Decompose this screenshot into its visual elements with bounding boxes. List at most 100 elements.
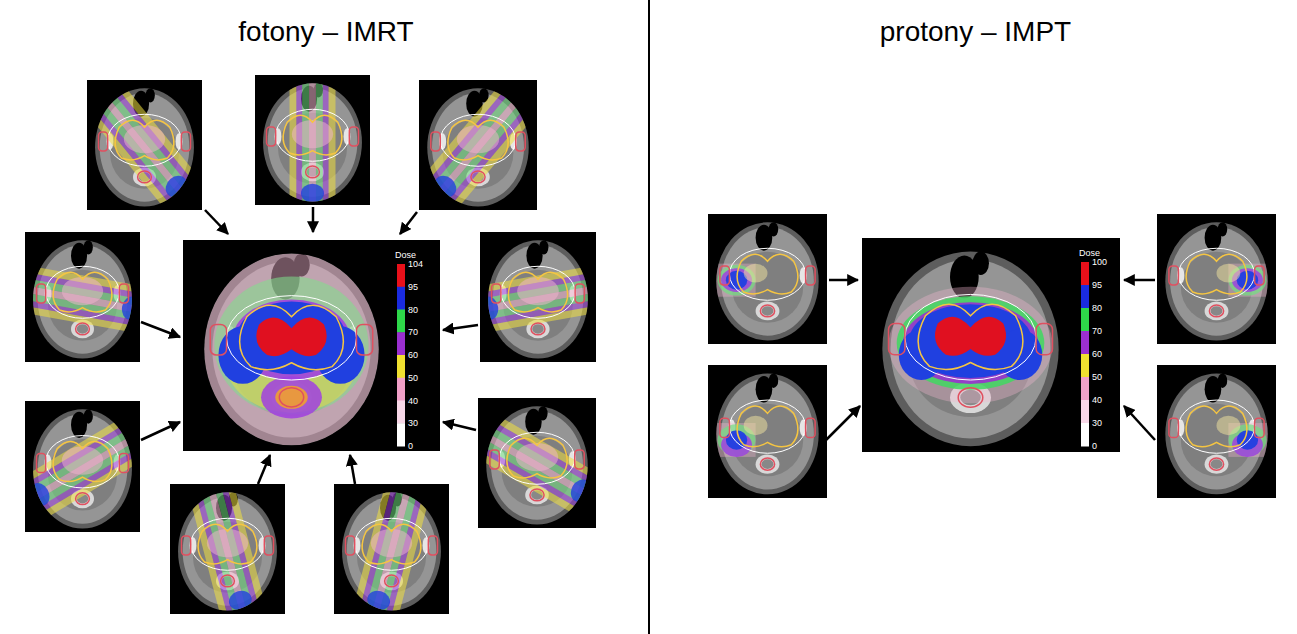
airway bbox=[1218, 222, 1228, 236]
parotid-contour bbox=[99, 132, 108, 151]
panel: Dosefotony – IMRT bbox=[0, 0, 652, 634]
colorbar-segment bbox=[397, 264, 405, 287]
colorbar-segment bbox=[397, 401, 405, 424]
colorbar-segment bbox=[1081, 262, 1089, 286]
target-contour bbox=[198, 524, 257, 564]
colorbar-value: 60 bbox=[1092, 348, 1102, 360]
airway bbox=[84, 240, 93, 254]
beam-stripe bbox=[377, 35, 564, 257]
dose-region bbox=[261, 376, 322, 418]
parotid-contour bbox=[1169, 266, 1179, 285]
dose-region bbox=[371, 529, 412, 557]
spinal-canal bbox=[1211, 459, 1223, 469]
cord-contour bbox=[385, 575, 399, 587]
colorbar-value: 100 bbox=[1092, 256, 1107, 268]
ct-slice bbox=[708, 214, 827, 344]
airway bbox=[973, 252, 989, 275]
parotid-contour bbox=[349, 127, 358, 146]
parotid-contour bbox=[264, 536, 273, 555]
dose-map: Dose bbox=[862, 238, 1120, 452]
dose-overlay bbox=[204, 253, 379, 445]
target-contour bbox=[283, 115, 342, 155]
parotid-contour bbox=[119, 453, 128, 472]
dose-region bbox=[62, 277, 103, 305]
target-contour bbox=[46, 266, 120, 318]
colorbar-value: 95 bbox=[408, 281, 418, 293]
beam-stripe bbox=[0, 379, 191, 528]
dose-region bbox=[292, 120, 333, 148]
target-contour bbox=[108, 114, 182, 166]
parotid-contour bbox=[119, 284, 128, 303]
dose-overlay bbox=[889, 287, 1053, 404]
head-outline bbox=[716, 222, 818, 340]
target-contour bbox=[1186, 406, 1247, 447]
parotid-contour bbox=[356, 324, 372, 355]
target-contour bbox=[507, 438, 567, 478]
parotid-contour bbox=[492, 284, 501, 303]
dose-region bbox=[162, 171, 191, 201]
dose-region bbox=[214, 276, 368, 414]
cord-contour bbox=[958, 388, 983, 407]
parotid-contour bbox=[37, 284, 46, 303]
head-outline bbox=[204, 253, 379, 445]
parotid-contour bbox=[516, 132, 525, 151]
beam-stripe bbox=[0, 272, 222, 328]
arrow bbox=[312, 207, 315, 232]
airway bbox=[1218, 373, 1228, 388]
parotid-contour bbox=[806, 418, 816, 437]
parotid-contour bbox=[575, 450, 584, 469]
parotid-contour bbox=[431, 132, 440, 151]
arrow bbox=[258, 455, 270, 484]
parotid-contour bbox=[490, 450, 499, 469]
colorbar-segment bbox=[1081, 285, 1089, 309]
slice-ground bbox=[708, 365, 827, 498]
beam-stripe bbox=[426, 376, 675, 524]
panel-title: protony – IMPT bbox=[650, 15, 1297, 49]
colorbar-value: 80 bbox=[408, 304, 418, 316]
parotid-contour bbox=[1169, 418, 1179, 437]
dose-region bbox=[478, 295, 500, 322]
beam-stripe bbox=[367, 26, 554, 248]
target-contour bbox=[1186, 254, 1247, 294]
panel-title: fotony – IMRT bbox=[0, 15, 652, 49]
parotid-contour bbox=[37, 453, 46, 472]
colorbar-segment bbox=[397, 310, 405, 333]
beam-stripe bbox=[393, 252, 668, 308]
colorbar-value: 60 bbox=[408, 349, 418, 361]
arrow bbox=[443, 325, 478, 330]
slice-ground bbox=[1157, 214, 1276, 344]
target-contour bbox=[355, 518, 429, 570]
target-contour bbox=[440, 114, 516, 166]
ct-slice bbox=[190, 240, 393, 451]
beam-stripe bbox=[61, 35, 244, 257]
dose-region bbox=[430, 171, 460, 201]
target-contour bbox=[729, 248, 805, 300]
cord-contour bbox=[306, 166, 320, 178]
beam bbox=[393, 252, 675, 348]
arrow bbox=[205, 210, 228, 234]
arrow bbox=[350, 455, 355, 484]
dose-region bbox=[744, 416, 768, 435]
colorbar-value: 70 bbox=[408, 326, 418, 338]
dose-region bbox=[517, 277, 559, 305]
target-contour bbox=[1178, 248, 1254, 300]
spinal-canal bbox=[77, 324, 89, 333]
beam-stripe bbox=[365, 421, 442, 634]
dose-region bbox=[124, 125, 165, 153]
colorbar-segment bbox=[1081, 423, 1089, 447]
beam-stripe bbox=[0, 385, 194, 533]
target-contour bbox=[227, 296, 357, 380]
arrow bbox=[826, 406, 860, 440]
parotid-contour bbox=[428, 536, 437, 555]
head-outline bbox=[716, 373, 818, 494]
dose-core bbox=[256, 318, 326, 357]
spinal-canal bbox=[762, 306, 774, 315]
arrow bbox=[400, 212, 417, 234]
parotid-contour bbox=[889, 324, 905, 355]
beam-stripe bbox=[372, 31, 559, 252]
cord-contour bbox=[279, 388, 303, 407]
dose-region bbox=[275, 386, 307, 409]
dose-region bbox=[1217, 264, 1241, 283]
airway bbox=[538, 406, 547, 420]
